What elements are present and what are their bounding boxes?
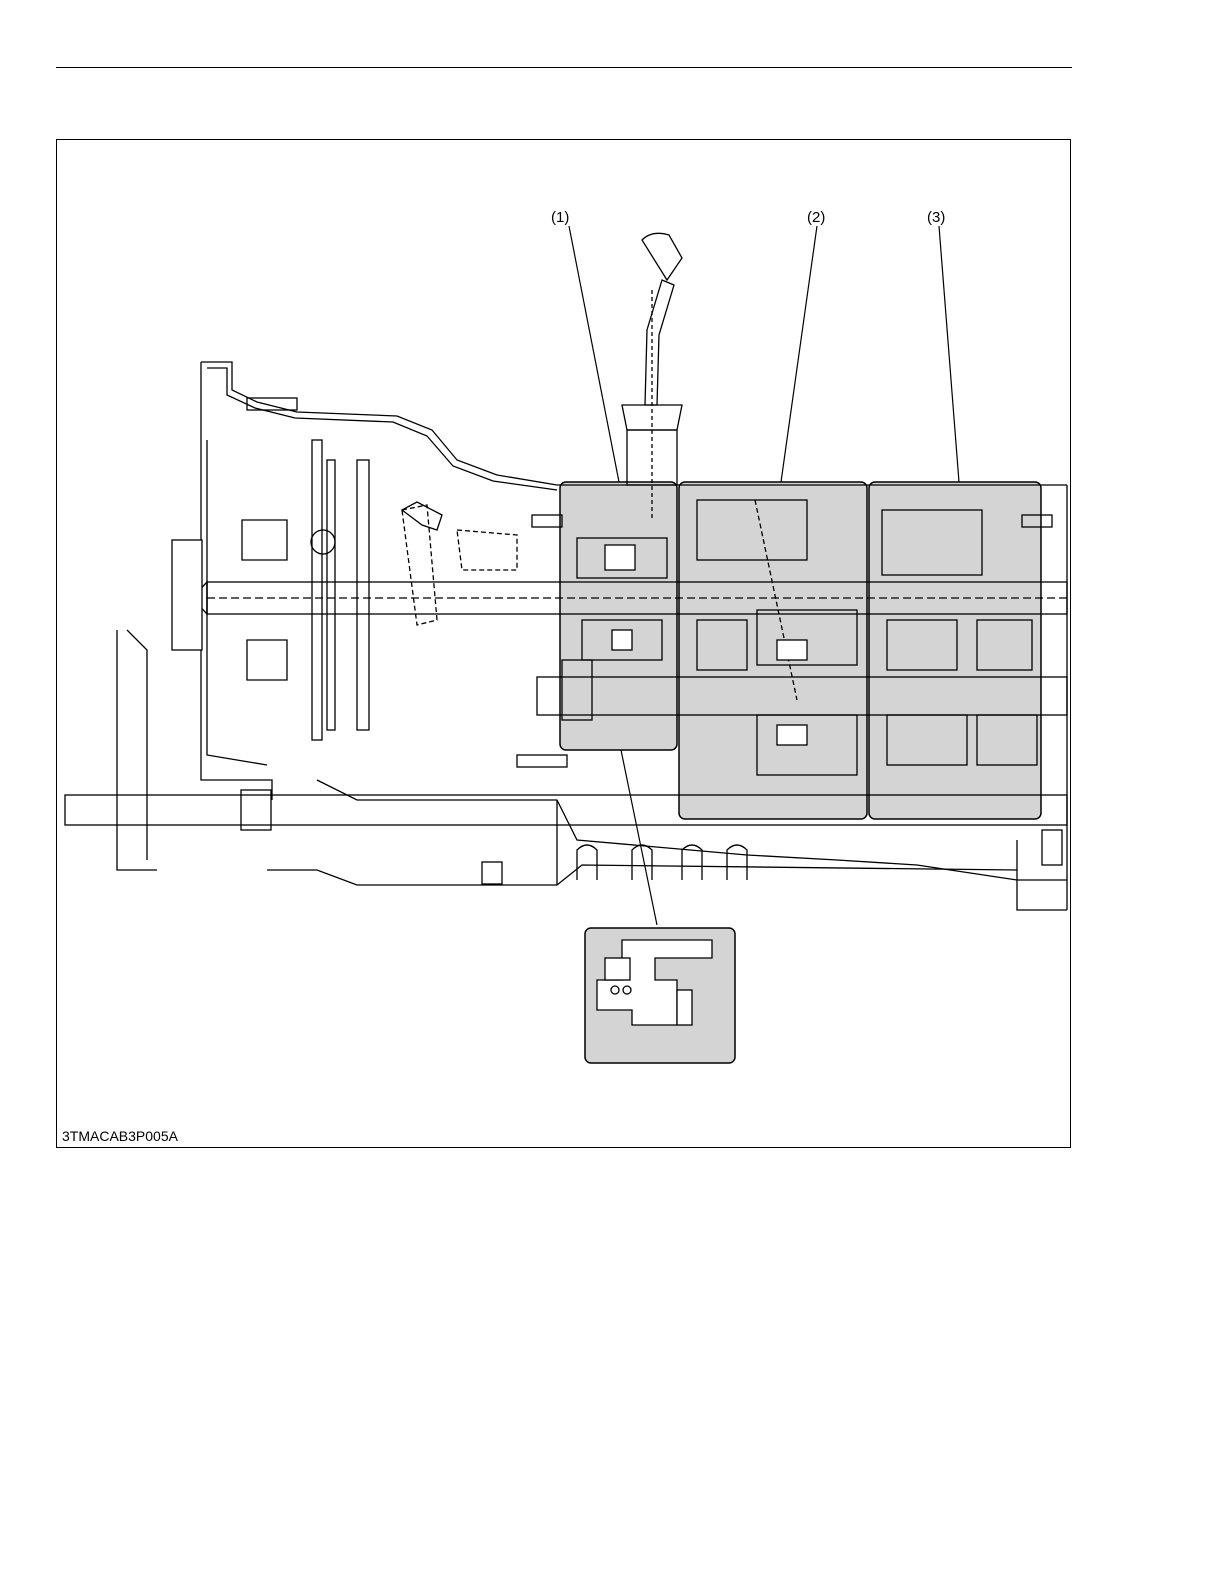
callout-1-label: (1) — [551, 210, 569, 226]
section-1-highlight — [560, 482, 677, 750]
figure-frame: (1) (2) (3) 3TMACAB3P005A — [56, 139, 1071, 1148]
header-rule — [56, 67, 1072, 68]
transmission-cross-section-diagram — [57, 140, 1072, 1149]
section-3-highlight — [869, 482, 1041, 819]
figure-code: 3TMACAB3P005A — [62, 1128, 178, 1144]
section-2-highlight — [679, 482, 867, 819]
callout-2-label: (2) — [807, 210, 825, 226]
detail-inset — [585, 928, 735, 1063]
shift-lever — [622, 233, 682, 520]
callout-3-label: (3) — [927, 210, 945, 226]
